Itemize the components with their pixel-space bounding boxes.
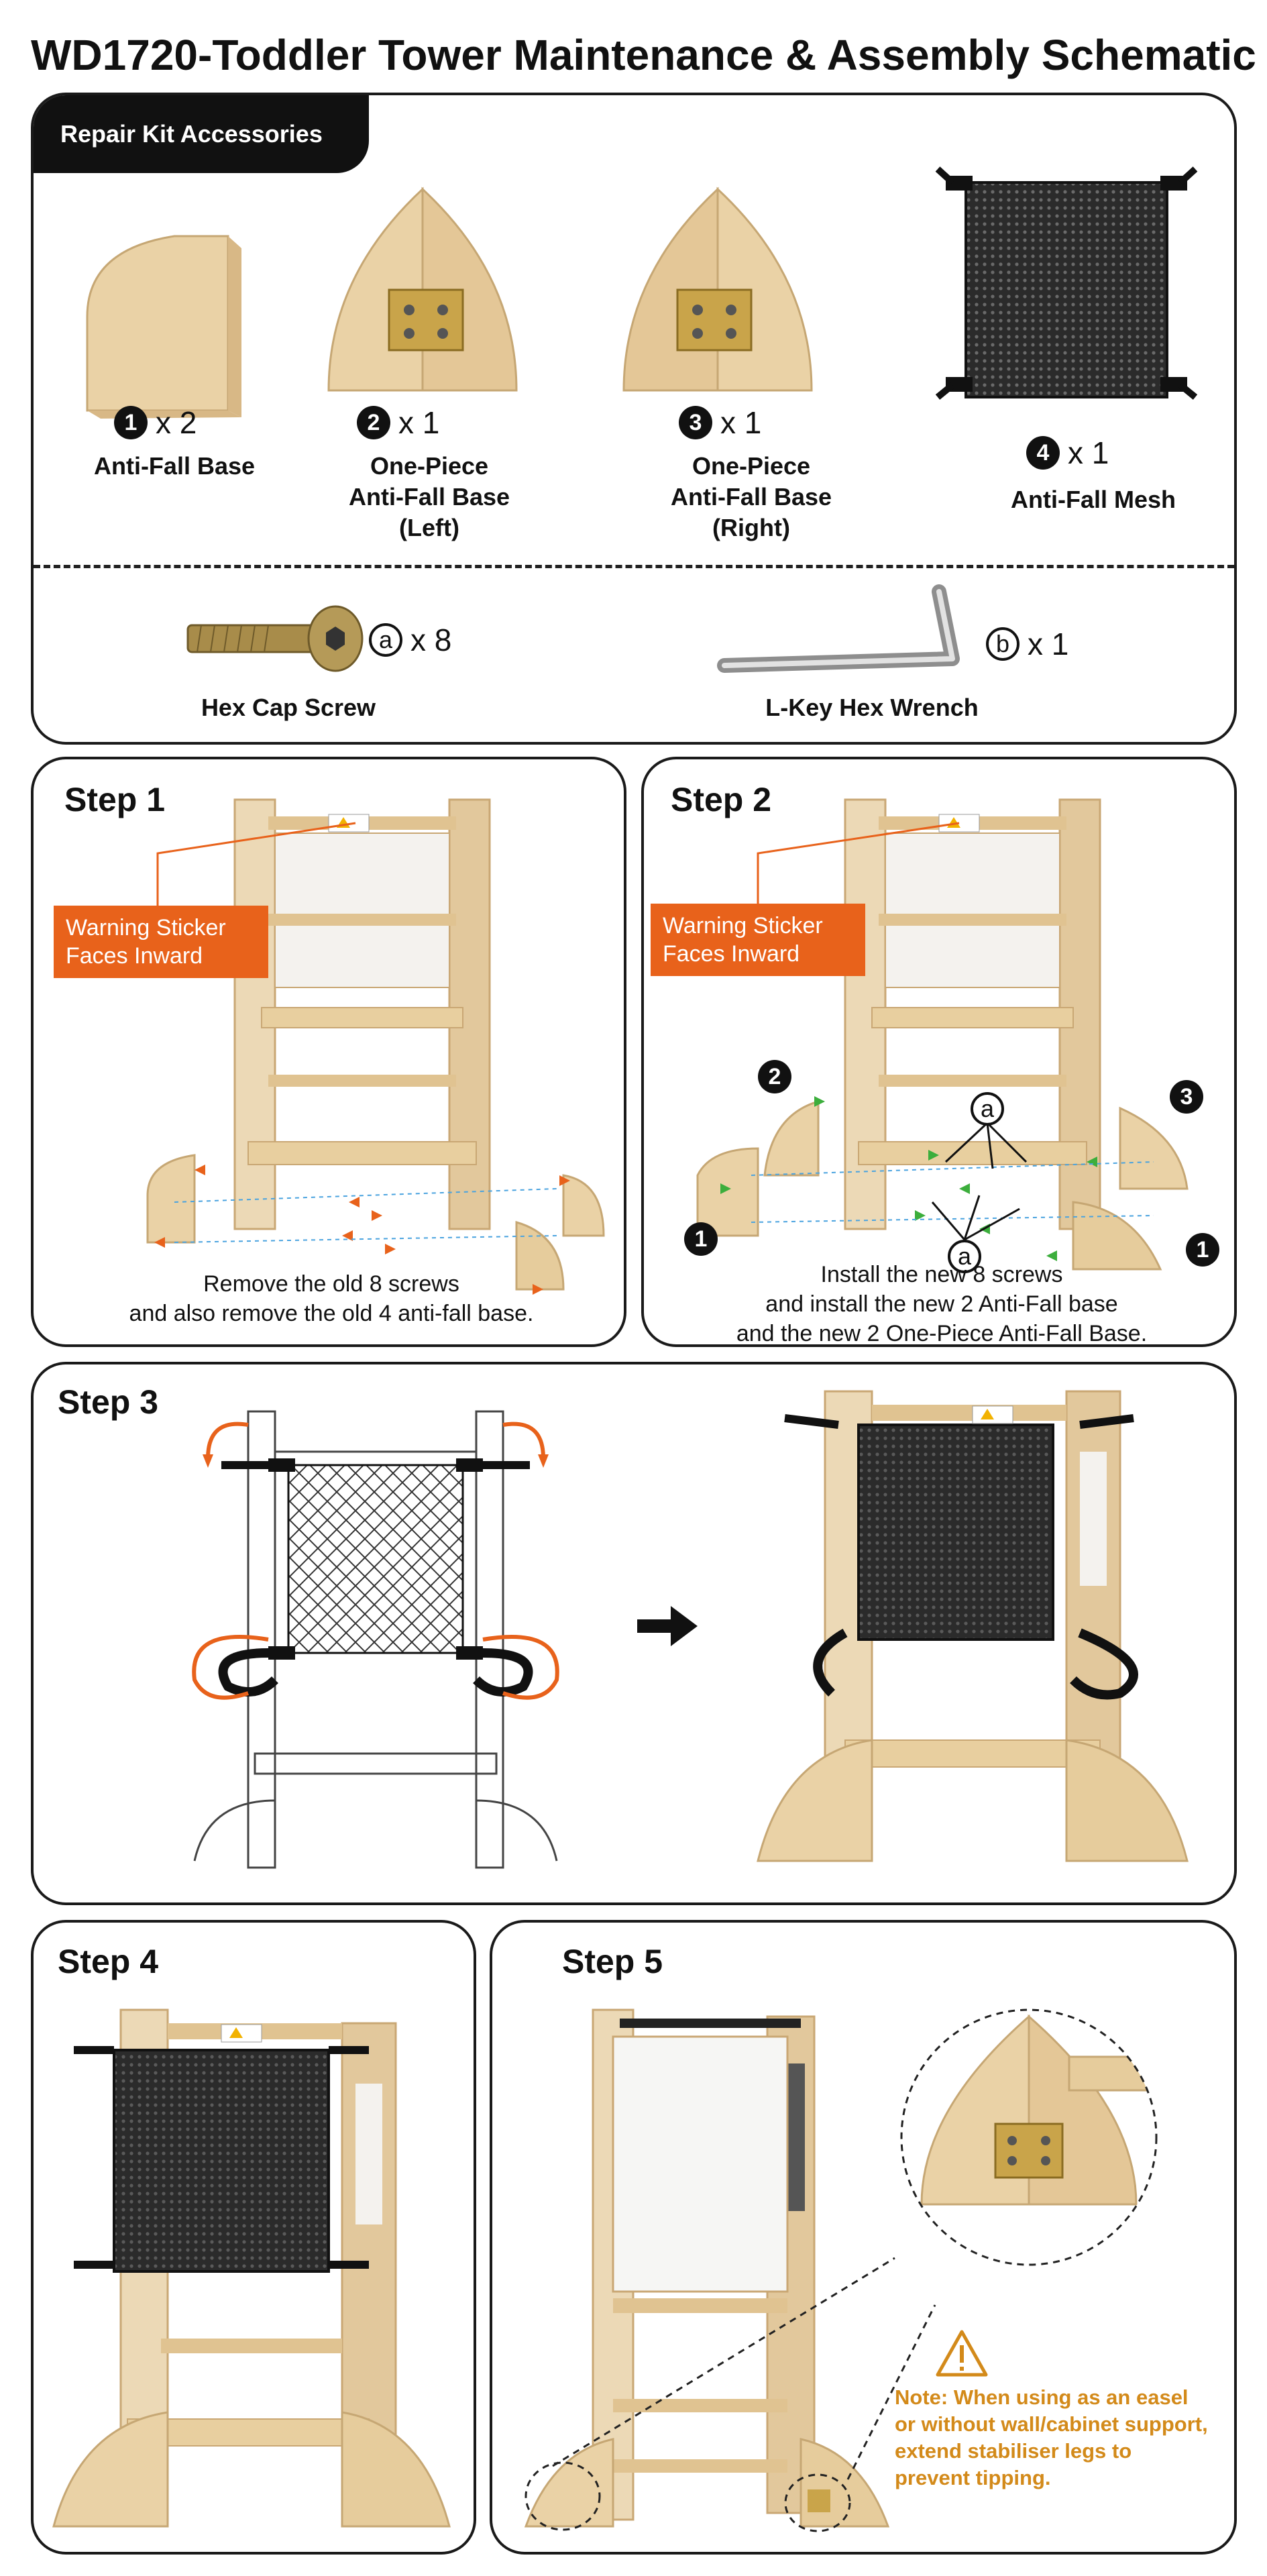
anti-fall-mesh-image <box>935 166 1198 400</box>
callout-part-1-left: 1 <box>684 1222 718 1256</box>
warning-triangle-icon <box>936 2330 988 2377</box>
wrench-qty: b x 1 <box>986 625 1068 663</box>
repair-kit-tab: Repair Kit Accessories <box>34 95 369 173</box>
part-4-qty: 4 x 1 <box>1026 434 1109 472</box>
section-divider <box>34 565 1234 568</box>
l-key-wrench-image <box>717 584 960 673</box>
part-1-label: Anti-Fall Base <box>93 452 256 480</box>
one-piece-base-right-image <box>622 186 813 392</box>
tower-illustration <box>233 798 491 1230</box>
page-title: WD1720-Toddler Tower Maintenance & Assem… <box>31 31 1256 79</box>
step-4-title: Step 4 <box>58 1943 159 1980</box>
removed-base-front-right <box>515 1221 565 1291</box>
part-4-label: Anti-Fall Mesh <box>1010 486 1176 513</box>
tower-with-mesh <box>52 2008 451 2528</box>
repair-kit-panel: Repair Kit Accessories 1 <box>31 93 1237 745</box>
part-2-label: One-Piece Anti-Fall Base (Left) <box>348 452 510 541</box>
step-2-caption: Install the new 8 screws and install the… <box>736 1262 1148 1346</box>
base-part-1-left <box>696 1147 759 1237</box>
part-number-badge: 3 <box>679 406 712 439</box>
step-1-title: Step 1 <box>64 781 166 818</box>
callout-part-2: 2 <box>758 1060 791 1093</box>
wrench-label: L-Key Hex Wrench <box>765 694 979 721</box>
part-number-badge: 2 <box>357 406 390 439</box>
screw-qty: a x 8 <box>369 621 451 659</box>
hex-cap-screw-image <box>186 605 364 672</box>
step-5-title: Step 5 <box>562 1943 663 1980</box>
removed-base-right <box>562 1174 605 1237</box>
outline-tower-with-net <box>192 1410 559 1869</box>
metal-bracket-icon <box>676 288 753 352</box>
base-part-1-right <box>1072 1201 1162 1271</box>
tower-with-mesh <box>757 1390 1189 1862</box>
step-2-title: Step 2 <box>671 781 772 818</box>
hardware-letter-badge: a <box>369 623 402 657</box>
removed-base-left <box>146 1154 196 1244</box>
zoom-detail-bracket <box>900 2008 1158 2266</box>
zoom-leader-lines <box>552 2257 936 2480</box>
callout-screw-bottom: a <box>948 1240 981 1273</box>
step-3-panel: Step 3 <box>31 1362 1237 1905</box>
metal-bracket-icon <box>388 288 464 352</box>
callout-part-3: 3 <box>1170 1080 1203 1114</box>
easel-tower <box>524 2008 890 2532</box>
tower-illustration <box>844 798 1101 1230</box>
part-number-badge: 4 <box>1026 436 1060 470</box>
arrow-right-icon <box>637 1606 698 1646</box>
step-4-panel: Step 4 <box>31 1920 476 2555</box>
hardware-letter-badge: b <box>986 627 1020 661</box>
callout-screw-top: a <box>971 1092 1004 1126</box>
warning-sticker-callout: Warning Sticker Faces Inward <box>54 906 268 978</box>
install-arrows <box>720 1096 1154 1261</box>
screw-label: Hex Cap Screw <box>201 694 376 721</box>
step-1-caption: Remove the old 8 screws and also remove … <box>129 1271 534 1326</box>
base-part-3 <box>1119 1106 1189 1190</box>
part-1-qty: 1 x 2 <box>114 404 197 441</box>
step-1-panel: Step 1 Warning Sticker Faces Inward <box>31 757 626 1347</box>
step-2-panel: Step 2 Warning Sticker Faces Inward <box>641 757 1237 1347</box>
anti-fall-base-image <box>86 235 241 419</box>
one-piece-base-left-image <box>327 186 518 392</box>
part-3-label: One-Piece Anti-Fall Base (Right) <box>670 452 832 541</box>
leader-line <box>156 822 356 917</box>
part-3-qty: 3 x 1 <box>679 404 761 441</box>
callout-part-1-right: 1 <box>1186 1233 1219 1267</box>
part-2-qty: 2 x 1 <box>357 404 439 441</box>
part-number-badge: 1 <box>114 406 148 439</box>
stability-note: Note: When using as an easel or without … <box>895 2385 1208 2489</box>
step-3-title: Step 3 <box>58 1383 159 1421</box>
leader-line <box>757 822 960 917</box>
step-5-panel: Step 5 Note: <box>490 1920 1237 2555</box>
warning-sticker-callout: Warning Sticker Faces Inward <box>651 904 865 976</box>
removal-arrows <box>154 1165 570 1295</box>
